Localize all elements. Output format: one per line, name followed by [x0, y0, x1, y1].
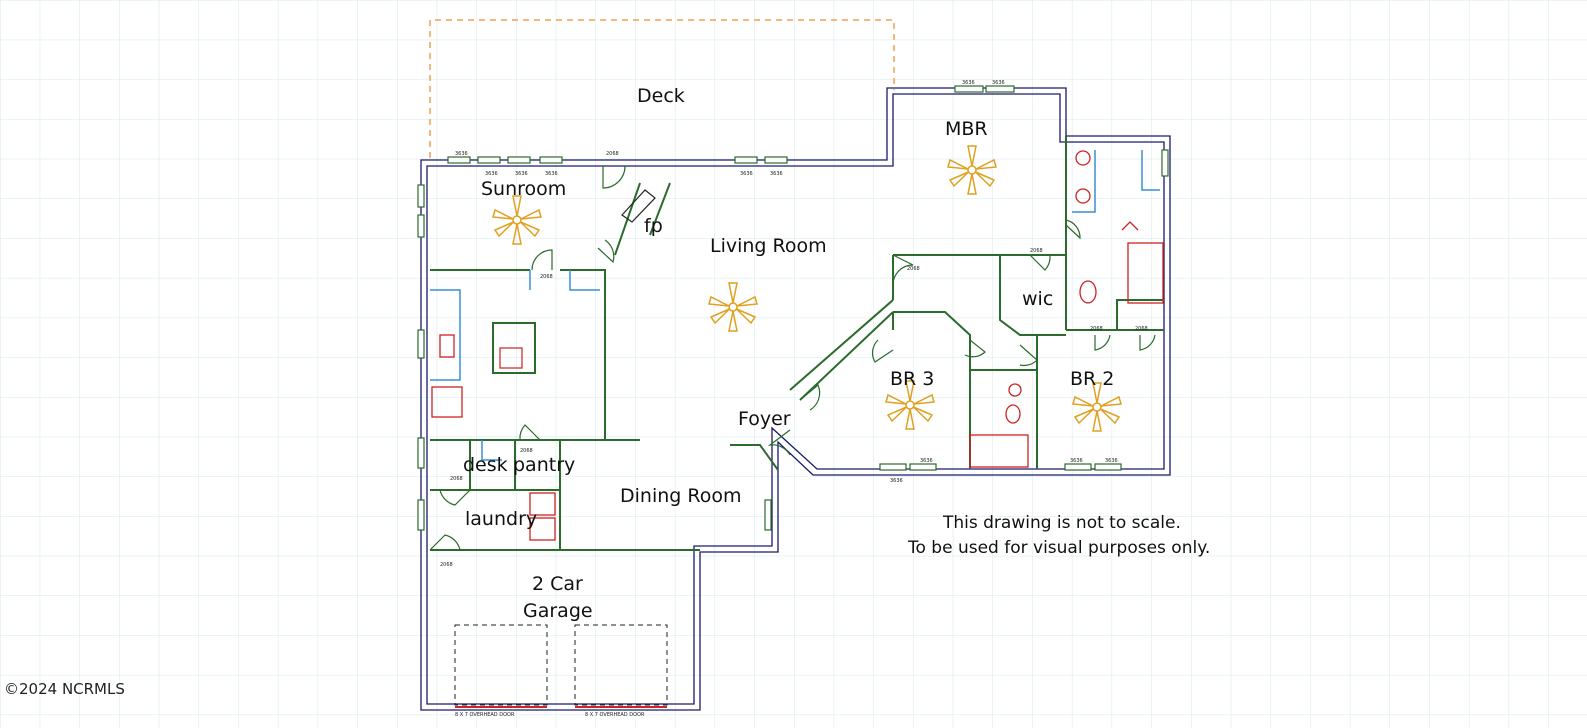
window-code: 3636 — [545, 171, 558, 177]
room-label-mbr: MBR — [945, 118, 988, 140]
door-code: 2068 — [1135, 326, 1148, 332]
garage-door-label: 8 X 7 OVERHEAD DOOR — [455, 712, 515, 718]
room-label-br2: BR 2 — [1070, 368, 1114, 390]
door-swings — [429, 165, 1156, 551]
room-label-deck: Deck — [637, 85, 685, 107]
room-label-garage-line2: Garage — [523, 600, 593, 622]
door-code: 2068 — [606, 151, 619, 157]
room-label-pantry: pantry — [513, 454, 575, 476]
scale-note-line2: To be used for visual purposes only. — [907, 538, 1210, 558]
window-code: 3636 — [992, 80, 1005, 86]
room-label-foyer: Foyer — [738, 408, 791, 430]
room-label-laundry: laundry — [465, 508, 537, 530]
door-code: 2068 — [540, 274, 553, 280]
door-code: 2068 — [520, 448, 533, 454]
window-code: 3636 — [1070, 458, 1083, 464]
window-code: 3636 — [740, 171, 753, 177]
window-code: 3636 — [920, 458, 933, 464]
window-code: 3636 — [485, 171, 498, 177]
door-code: 2068 — [1090, 326, 1103, 332]
window-code: 3636 — [890, 478, 903, 484]
scale-note-line1: This drawing is not to scale. — [942, 513, 1181, 533]
garage-door-label: 8 X 7 OVERHEAD DOOR — [585, 712, 645, 718]
room-label-wic: wic — [1022, 288, 1053, 310]
room-label-desk: desk — [463, 454, 508, 476]
room-label-sunroom: Sunroom — [481, 178, 566, 200]
window-code: 3636 — [455, 151, 468, 157]
kitchen-island — [492, 322, 536, 374]
plumbing-fixtures — [431, 150, 1164, 541]
window-code: 3636 — [962, 80, 975, 86]
room-label-living: Living Room — [710, 235, 827, 257]
door-code: 2068 — [907, 266, 920, 272]
garage-bays — [454, 624, 668, 706]
room-label-garage-line1: 2 Car — [532, 573, 583, 595]
fireplace — [621, 189, 656, 223]
room-label-br3: BR 3 — [890, 368, 934, 390]
window-code: 3636 — [1105, 458, 1118, 464]
door-code: 2068 — [1030, 248, 1043, 254]
window-code: 3636 — [770, 171, 783, 177]
exterior-walls — [420, 87, 1171, 711]
windows — [417, 85, 1169, 531]
room-label-dining: Dining Room — [620, 485, 741, 507]
window-code: 3636 — [515, 171, 528, 177]
door-code: 2068 — [440, 562, 453, 568]
interior-walls — [430, 136, 1164, 551]
copyright: ©2024 NCRMLS — [4, 680, 125, 698]
door-code: 2068 — [450, 476, 463, 482]
deck-outline — [429, 19, 895, 158]
kitchen-cabinets — [430, 150, 1160, 461]
cooktop — [499, 347, 523, 369]
room-label-fp: fp — [644, 215, 663, 237]
